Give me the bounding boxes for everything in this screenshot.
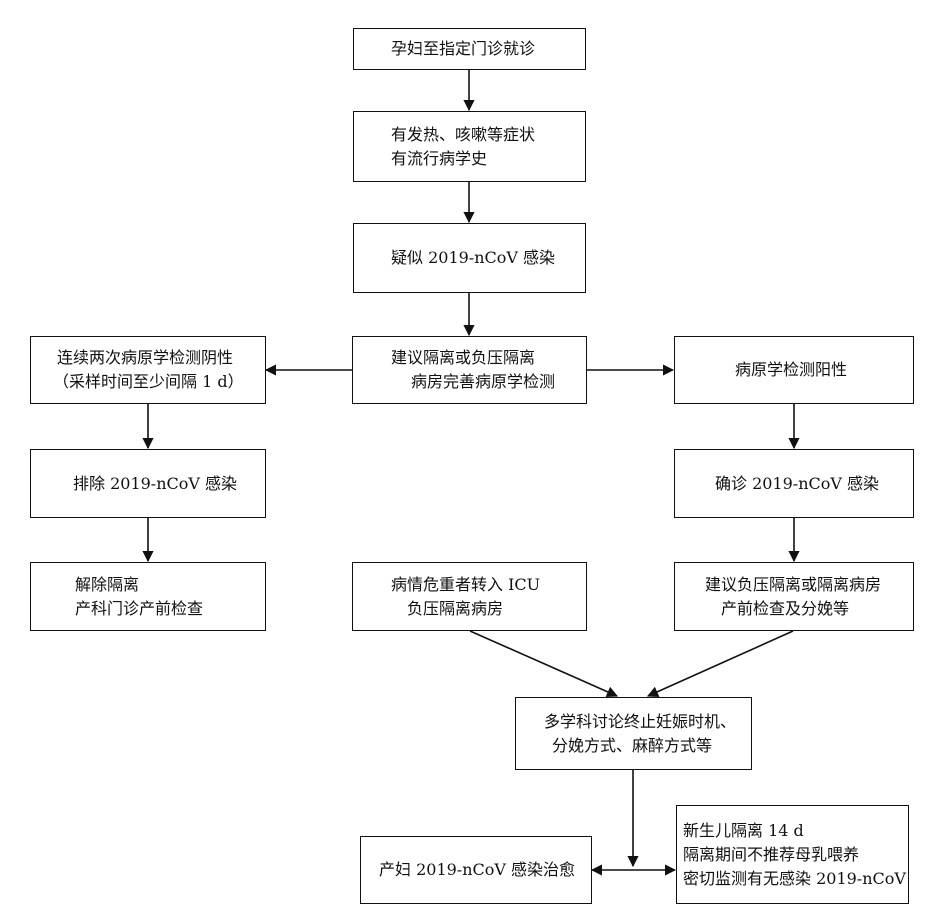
node-symptoms-line-1: 有发热、咳嗽等症状 xyxy=(391,124,536,144)
node-mdt: 多学科讨论终止妊娠时机、 分娩方式、麻醉方式等 xyxy=(515,697,752,770)
node-positive-line-1: 病原学检测阳性 xyxy=(735,360,848,379)
node-excluded-line-1: 排除 2019-nCoV 感染 xyxy=(73,473,238,493)
node-isolate-line-1: 建议隔离或负压隔离 xyxy=(391,348,536,367)
node-icu-line-1: 病情危重者转入 ICU xyxy=(391,574,541,594)
node-suspect: 疑似 2019-nCoV 感染 xyxy=(353,223,586,293)
node-newborn-line-3: 密切监测有无感染 2019-nCoV xyxy=(683,868,906,888)
node-negative: 连续两次病原学检测阴性 （采样时间至少间隔 1 d） xyxy=(30,336,266,404)
node-ward-line-1: 建议负压隔离或隔离病房 xyxy=(705,574,882,594)
node-isolate: 建议隔离或负压隔离 病房完善病原学检测 xyxy=(352,336,587,404)
node-symptoms-line-2: 有流行病学史 xyxy=(391,148,488,168)
node-release-line-1: 解除隔离 xyxy=(75,574,140,594)
node-release-line-2: 产科门诊产前检查 xyxy=(75,598,204,618)
node-ward: 建议负压隔离或隔离病房 产前检查及分娩等 xyxy=(674,562,914,631)
edge-ward-mdt xyxy=(646,630,794,697)
node-confirmed: 确诊 2019-nCoV 感染 xyxy=(674,449,914,518)
node-ward-line-2: 产前检查及分娩等 xyxy=(721,598,850,618)
node-newborn: 新生儿隔离 14 d 隔离期间不推荐母乳喂养 密切监测有无感染 2019-nCo… xyxy=(676,805,909,904)
node-confirmed-line-1: 确诊 2019-nCoV 感染 xyxy=(715,473,880,493)
node-icu-line-2: 负压隔离病房 xyxy=(407,598,504,618)
node-suspect-line-1: 疑似 2019-nCoV 感染 xyxy=(391,248,556,267)
node-visit: 孕妇至指定门诊就诊 xyxy=(353,28,586,70)
node-mdt-line-1: 多学科讨论终止妊娠时机、 xyxy=(544,711,737,731)
node-negative-line-2: （采样时间至少间隔 1 d） xyxy=(53,372,244,391)
node-visit-line-1: 孕妇至指定门诊就诊 xyxy=(391,39,536,58)
node-symptoms: 有发热、咳嗽等症状 有流行病学史 xyxy=(353,111,586,182)
node-cured: 产妇 2019-nCoV 感染治愈 xyxy=(360,836,592,904)
node-excluded: 排除 2019-nCoV 感染 xyxy=(30,449,266,518)
node-isolate-line-2: 病房完善病原学检测 xyxy=(411,372,556,391)
node-icu: 病情危重者转入 ICU 负压隔离病房 xyxy=(352,562,587,631)
node-positive: 病原学检测阳性 xyxy=(674,336,914,404)
node-release: 解除隔离 产科门诊产前检查 xyxy=(30,562,266,631)
node-newborn-line-1: 新生儿隔离 14 d xyxy=(683,820,804,840)
node-newborn-line-2: 隔离期间不推荐母乳喂养 xyxy=(683,844,860,864)
edge-icu-mdt xyxy=(469,630,619,698)
node-negative-line-1: 连续两次病原学检测阴性 xyxy=(57,348,234,367)
node-mdt-line-2: 分娩方式、麻醉方式等 xyxy=(552,735,713,755)
node-cured-line-1: 产妇 2019-nCoV 感染治愈 xyxy=(379,860,576,879)
